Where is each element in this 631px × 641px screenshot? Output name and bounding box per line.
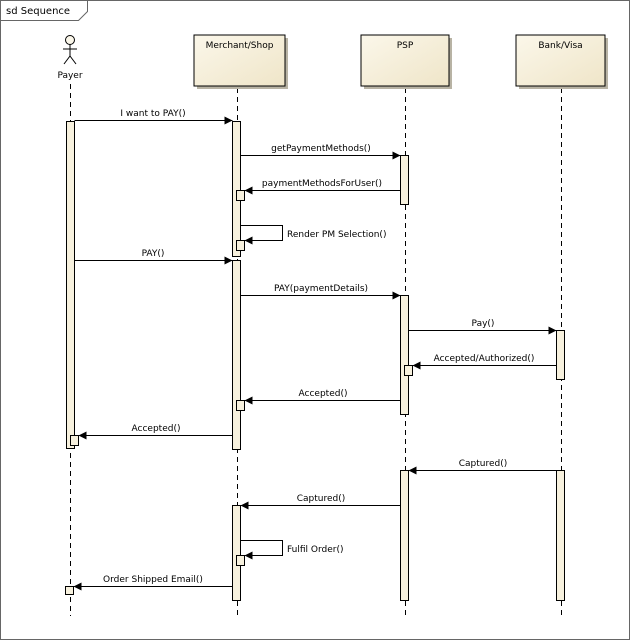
activation-merchant-6	[232, 505, 241, 601]
message-label-m10: Accepted()	[132, 424, 181, 434]
message-arrow-m4	[240, 225, 283, 245]
messages	[73, 116, 557, 591]
message-label-m3: paymentMethodsForUser()	[262, 179, 382, 189]
message-label-m7: Pay()	[472, 319, 495, 329]
activation-merchant-2	[236, 190, 245, 201]
message-label-m4: Render PM Selection()	[287, 230, 386, 240]
activation-merchant-3	[236, 240, 245, 251]
activation-psp-4	[400, 470, 409, 601]
activation-payer-1	[66, 121, 75, 449]
activation-psp-2	[400, 295, 409, 415]
message-label-m13: Fulfil Order()	[287, 545, 344, 555]
lifelines	[70, 84, 562, 616]
activation-merchant-1	[232, 121, 241, 257]
participant-payer: Payer	[57, 35, 83, 81]
message-label-m6: PAY(paymentDetails)	[274, 284, 368, 294]
message-labels: I want to PAY() getPaymentMethods() paym…	[103, 109, 534, 585]
participant-bank: Bank/Visa	[515, 34, 608, 89]
message-label-m14: Order Shipped Email()	[103, 575, 203, 585]
participant-merchant: Merchant/Shop	[193, 34, 288, 89]
message-label-m8: Accepted/Authorized()	[434, 354, 535, 364]
participant-label-merchant: Merchant/Shop	[206, 41, 274, 51]
actor-icon	[63, 35, 77, 65]
message-label-m9: Accepted()	[299, 389, 348, 399]
participant-label-payer: Payer	[57, 71, 82, 81]
activation-payer-3	[65, 586, 74, 595]
activation-merchant-5	[236, 400, 245, 411]
activation-bank-2	[556, 470, 565, 601]
activation-payer-2	[70, 435, 79, 446]
message-label-m5: PAY()	[142, 249, 165, 259]
message-label-m2: getPaymentMethods()	[271, 144, 371, 154]
participant-psp: PSP	[360, 34, 452, 89]
activation-merchant-7	[236, 555, 245, 566]
activations	[65, 121, 565, 601]
message-arrow-m13	[240, 540, 283, 560]
activation-bank-1	[556, 330, 565, 380]
participant-label-psp: PSP	[397, 41, 414, 51]
activation-merchant-4	[232, 260, 241, 450]
message-label-m1: I want to PAY()	[120, 109, 185, 119]
activation-psp-1	[400, 155, 409, 205]
participant-label-bank: Bank/Visa	[538, 41, 582, 51]
frame-title: sd Sequence	[6, 6, 70, 17]
message-label-m12: Captured()	[297, 494, 346, 504]
message-label-m11: Captured()	[459, 459, 508, 469]
activation-psp-3	[404, 365, 413, 376]
